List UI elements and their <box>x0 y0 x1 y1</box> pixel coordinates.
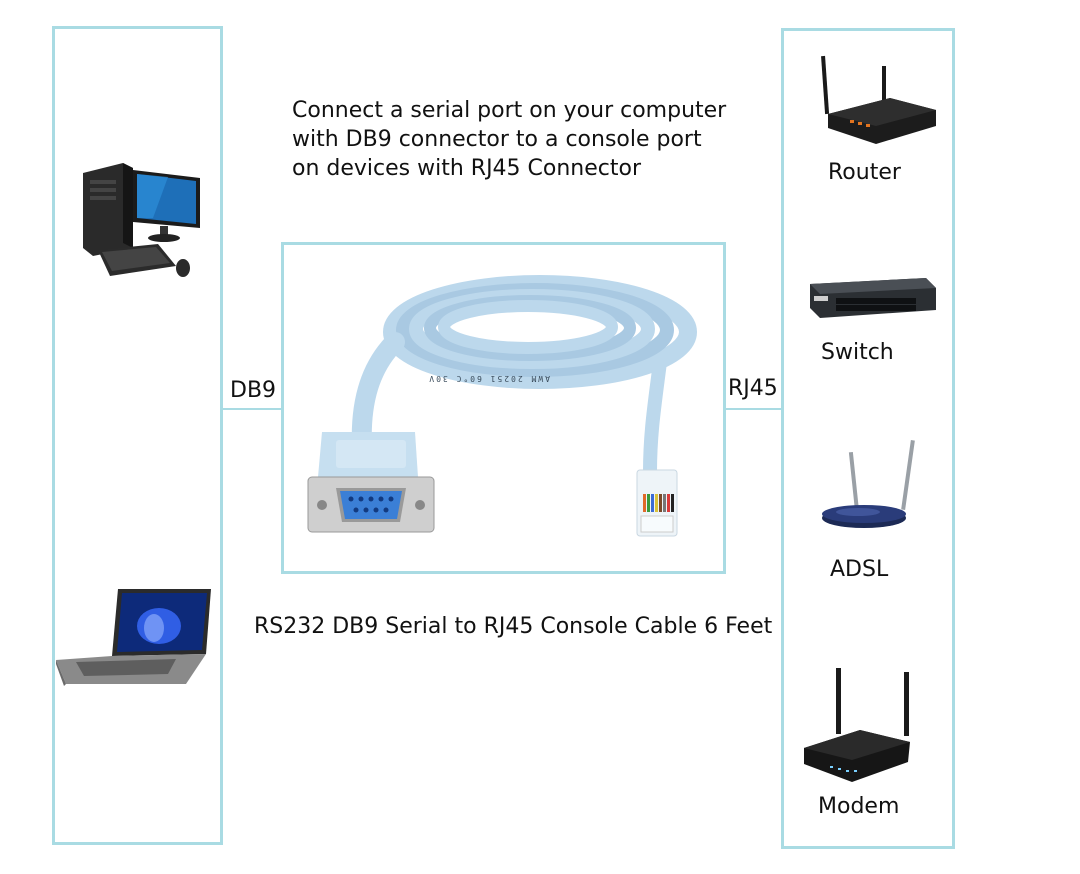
intro-line-1: Connect a serial port on your computer <box>292 98 727 123</box>
rj45-label: RJ45 <box>728 376 778 401</box>
laptop-image <box>56 586 214 688</box>
switch-image <box>806 274 938 320</box>
db9-connector-line <box>223 408 281 410</box>
product-caption: RS232 DB9 Serial to RJ45 Console Cable 6… <box>254 614 773 639</box>
modem-image <box>800 666 914 786</box>
intro-line-2: with DB9 connector to a console port <box>292 127 702 152</box>
cable-panel <box>281 242 726 574</box>
db9-label: DB9 <box>230 378 277 403</box>
desktop-computer-image <box>78 158 208 283</box>
adsl-router-image <box>818 438 918 532</box>
switch-label: Switch <box>821 340 894 365</box>
rj45-connector-line <box>726 408 781 410</box>
intro-text: Connect a serial port on your computer w… <box>292 96 726 183</box>
cable-print-text: AWM 20251 60°C 30V <box>427 374 550 383</box>
computers-panel <box>52 26 223 845</box>
modem-label: Modem <box>818 794 900 819</box>
intro-line-3: on devices with RJ45 Connector <box>292 156 642 181</box>
router-image <box>820 54 938 146</box>
devices-panel <box>781 28 955 849</box>
router-label: Router <box>828 160 901 185</box>
adsl-label: ADSL <box>830 557 889 582</box>
console-cable-image: AWM 20251 60°C 30V <box>300 272 710 542</box>
